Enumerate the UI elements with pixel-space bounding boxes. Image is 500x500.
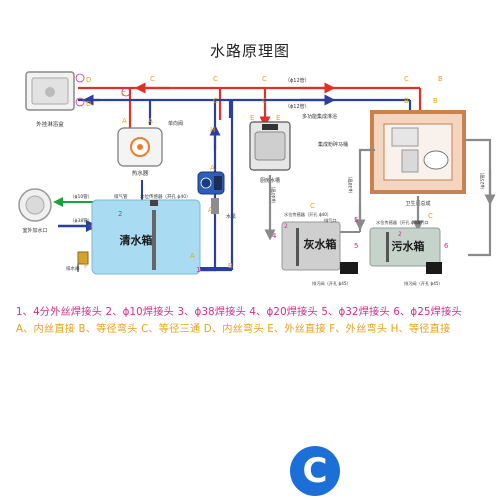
cold-water-line [78,94,412,272]
vent-grey-label: 排气口 [324,217,337,224]
page-title: 水路原理图 [209,42,290,60]
bathroom-assembly: 卫生间总成 [370,110,466,207]
marker-D-2: D [86,100,91,108]
marker-A-5: A [190,252,195,260]
marker-C-6: C [262,97,267,105]
sensor-black-label: 水位传感器（开孔 ϕ40） [376,219,423,226]
marker-F-1: F [84,262,88,270]
toilet-shower-label: 多功能集成淋浴 [302,113,337,120]
kitchen-sink: 厨房水槽 [249,121,291,184]
clean-water-tank: 清水箱 排气管 水位传感器（开孔 ϕ40） [91,193,201,275]
grey-water-tank: 灰水箱 水位传感器（开孔 ϕ40） 排气口 排污阀（开孔 ϕ45） [281,211,358,287]
water-heater-label: 热水器 [132,169,149,177]
pipe-38b-label: （ϕ38管） [70,217,92,224]
drain-lines [264,138,496,257]
water-pump-label: 水泵 [226,213,236,220]
fill-port: 室外加水口 [18,188,52,234]
pipe-12b-label: （ϕ12管） [285,103,310,110]
marker-C-8: C [310,202,315,210]
pipe-38-label: （ϕ38管） [347,174,354,196]
marker-E-2: E [276,114,280,122]
vent-clean-label: 排气管 [114,193,128,200]
marker-n6-a: 6 [444,242,449,250]
black-tank-label: 污水箱 [392,239,425,253]
marker-E-1: E [250,114,254,122]
marker-n5-b: 5 [354,242,358,250]
marker-D-1: D [86,76,91,84]
marker-n2-a: 2 [118,210,122,218]
legend-line-fittings-lettered: A、内丝直接 B、等径弯头 C、等径三通 D、内丝弯头 E、外丝直接 F、外丝弯… [16,324,451,335]
pipe-10-label: （ϕ10管） [70,193,92,200]
marker-n1-a: 1 [196,266,200,274]
vent-black-label: 排气口 [416,219,429,226]
marker-C-5: C [262,75,267,83]
drain-valve-clean: 排水阀 [66,251,89,272]
marker-C-1: C [121,90,126,98]
marker-C-3: C [213,75,218,83]
sensor-clean-label: 水位传感器（开孔 ϕ40） [140,193,191,200]
marker-B-2: B [404,97,409,105]
marker-H-1: H [210,126,215,134]
sensor-grey-label: 水位传感器（开孔 ϕ40） [284,211,331,218]
marker-A-1: A [122,117,127,125]
marker-C-7: C [404,75,409,83]
connector-markers: D D C C A A C C C C C B B B H A A E E A … [18,73,449,303]
marker-C-9: C [428,212,433,220]
drain-valve-label: 排水阀 [66,265,80,272]
c-badge[interactable]: C [290,446,340,496]
macerator-label: 集成粉碎马桶 [318,141,348,148]
marker-hidden: A [18,300,19,303]
pipe-25-label: （ϕ25管） [479,170,486,192]
marker-n2-c: 2 [398,231,402,238]
check-valve-label: 单向阀 [168,120,183,127]
marker-A-2: A [148,117,153,125]
marker-n4-a: 4 [272,232,277,240]
pipe-40-label: （ϕ40管） [270,184,277,206]
outdoor-shower-box: 外挂淋浴盒 [25,71,75,128]
marker-C-4: C [213,97,218,105]
clean-tank-label: 清水箱 [120,233,153,247]
marker-n2-b: 2 [284,223,288,230]
marker-B-1: B [438,75,443,83]
marker-B-3: B [433,97,438,105]
marker-n3-a: 3 [88,224,92,232]
outdoor-shower-label: 外挂淋浴盒 [36,120,64,128]
marker-A-3: A [210,164,215,172]
drain-grey-label: 排污阀（开孔 ϕ45） [312,280,351,287]
water-heater: 热水器 [117,127,163,177]
marker-B-4: B [228,262,233,270]
grey-tank-label: 灰水箱 [304,237,337,251]
marker-C-2: C [150,75,155,83]
pipe-12-label: （ϕ12管） [285,77,310,84]
legend-line-fittings-numbered: 1、4分外丝焊接头 2、ϕ10焊接头 3、ϕ38焊接头 4、ϕ20焊接头 5、ϕ… [16,307,462,318]
drain-black-label: 排污阀（开孔 ϕ45） [404,280,443,287]
marker-n5-a: 5 [354,216,358,224]
black-water-tank: 污水箱 水位传感器（开孔 ϕ40） 排气口 排污阀（开孔 ϕ45） [369,219,443,287]
water-pump: 水泵 [197,171,236,220]
marker-A-4: A [208,206,213,214]
hot-water-line [78,82,422,130]
fill-port-label: 室外加水口 [22,227,47,234]
